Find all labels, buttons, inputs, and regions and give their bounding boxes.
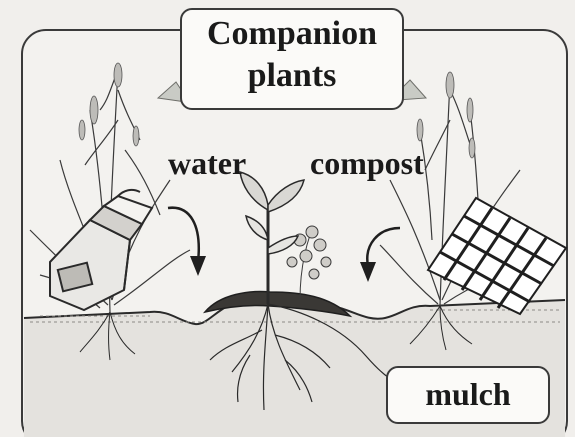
title-line-1: Companion xyxy=(180,14,404,54)
compost-label: compost xyxy=(310,143,424,183)
water-label: water xyxy=(168,143,246,183)
mulch-label: mulch xyxy=(386,372,550,416)
title-line-2: plants xyxy=(180,56,404,96)
